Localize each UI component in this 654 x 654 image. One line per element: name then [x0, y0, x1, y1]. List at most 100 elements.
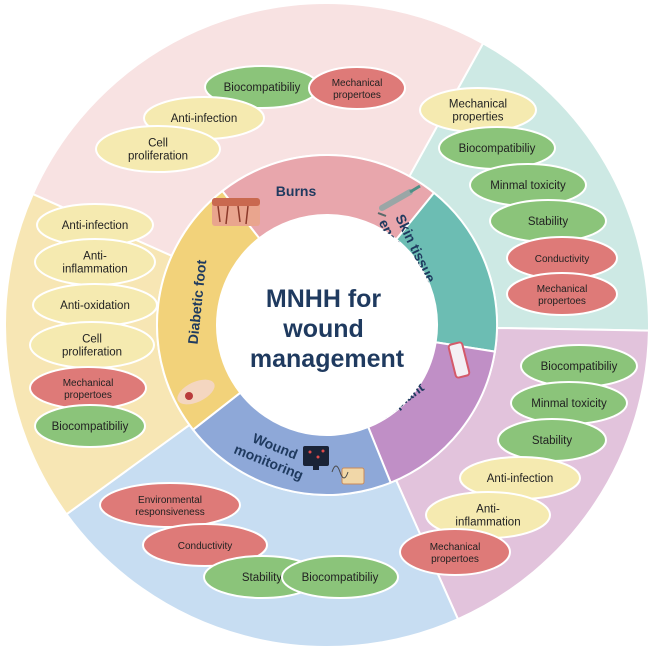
pill-label: Minmal toxicity: [490, 180, 566, 192]
pill-label-line: Stability: [528, 216, 569, 228]
pill-shape: [399, 528, 511, 576]
pill-label-line: Biocompatibiliy: [52, 421, 129, 433]
pill-label-line: Mechanical: [449, 99, 507, 111]
pill-shape: [308, 66, 406, 110]
pill-shape: [506, 272, 618, 316]
pill-label-line: propertoes: [64, 390, 112, 401]
pill-label-line: Anti-infection: [171, 113, 237, 125]
implant-patch-icon: [447, 341, 471, 379]
center-title: MNHH for wound management: [250, 285, 405, 373]
property-pill: Biocompatibiliy: [438, 126, 556, 170]
pill-label: Stability: [532, 435, 573, 447]
pill-label: Biocompatibiliy: [52, 421, 129, 433]
pill-label-line: Stability: [532, 435, 573, 447]
pill-label-line: proliferation: [62, 347, 122, 359]
pill-label-line: Anti-: [83, 251, 107, 263]
pill-label-line: responsiveness: [135, 507, 204, 518]
center-title-line: MNHH for: [266, 285, 382, 313]
property-pill: Anti-infection: [36, 203, 154, 247]
property-pill: Minmal toxicity: [469, 163, 587, 207]
sensor-skin-icon: [331, 465, 365, 485]
property-pill: Stability: [489, 199, 607, 243]
property-pill: Minmal toxicity: [510, 381, 628, 425]
property-pill: Biocompatibiliy: [281, 555, 399, 599]
pill-label-line: Environmental: [138, 495, 202, 506]
property-pill: Biocompatibiliy: [520, 344, 638, 388]
pill-label-line: Minmal toxicity: [531, 398, 607, 410]
property-pill: Anti-oxidation: [32, 283, 158, 327]
pill-label-line: Cell: [82, 334, 102, 346]
pill-label: Anti-infection: [171, 113, 237, 125]
pill-label: Biocompatibiliy: [541, 361, 618, 373]
center-title-line: wound: [282, 315, 364, 343]
property-pill: Anti-inflammation: [425, 491, 551, 539]
pill-label-line: Mechanical: [430, 542, 481, 553]
pill-label: Anti-inflammation: [455, 504, 520, 529]
pill-label: Anti-infection: [62, 220, 128, 232]
pill-label-line: Mechanical: [332, 78, 383, 89]
pill-label-line: Stability: [242, 572, 283, 584]
property-pill: Biocompatibiliy: [34, 404, 146, 448]
pill-shape: [34, 404, 146, 448]
pill-label-line: properties: [452, 112, 503, 124]
property-pill: Conductivity: [142, 523, 268, 567]
pill-label: Anti-infection: [487, 473, 553, 485]
pill-label: Conductivity: [178, 541, 232, 552]
pill-shape: [95, 125, 221, 173]
pill-label-line: Anti-infection: [62, 220, 128, 232]
pill-label-line: Biocompatibiliy: [224, 82, 301, 94]
pill-label-line: Mechanical: [63, 378, 114, 389]
pill-label-line: Biocompatibiliy: [459, 143, 536, 155]
pill-label: Stability: [528, 216, 569, 228]
pill-label-line: proliferation: [128, 151, 188, 163]
pill-label: Stability: [242, 572, 283, 584]
pill-label: Conductivity: [535, 254, 589, 265]
pill-label: Anti-oxidation: [60, 300, 130, 312]
center-title-line: management: [250, 345, 405, 373]
pill-label-line: Mechanical: [537, 284, 588, 295]
property-pill: Anti-infection: [459, 456, 581, 500]
pill-shape: [281, 555, 399, 599]
segment-icons: [177, 184, 471, 485]
pill-label: Biocompatibiliy: [302, 572, 379, 584]
foot-icon: [177, 379, 215, 405]
segment-label-burns: Burns: [276, 183, 317, 199]
pill-shape: [142, 523, 268, 567]
pill-label-line: Cell: [148, 138, 168, 150]
pill-label-line: Anti-: [476, 504, 500, 516]
center-disc: [217, 215, 437, 435]
segment-label-line: Burns: [276, 183, 317, 199]
skin-tissue-icon: [212, 198, 260, 226]
monitor-icon: [303, 446, 329, 470]
pill-label-line: inflammation: [62, 264, 127, 276]
pill-label-line: Anti-oxidation: [60, 300, 130, 312]
pill-label-line: Minmal toxicity: [490, 180, 566, 192]
pill-label-line: propertoes: [333, 90, 381, 101]
pill-label: Anti-inflammation: [62, 251, 127, 276]
pill-label-line: Conductivity: [178, 541, 232, 552]
pill-label-line: inflammation: [455, 517, 520, 529]
pill-label: Biocompatibiliy: [224, 82, 301, 94]
property-pill: Stability: [497, 418, 607, 462]
pill-label-line: Conductivity: [535, 254, 589, 265]
pill-label-line: Anti-infection: [487, 473, 553, 485]
property-pill: Conductivity: [506, 236, 618, 280]
pill-label-line: propertoes: [538, 296, 586, 307]
